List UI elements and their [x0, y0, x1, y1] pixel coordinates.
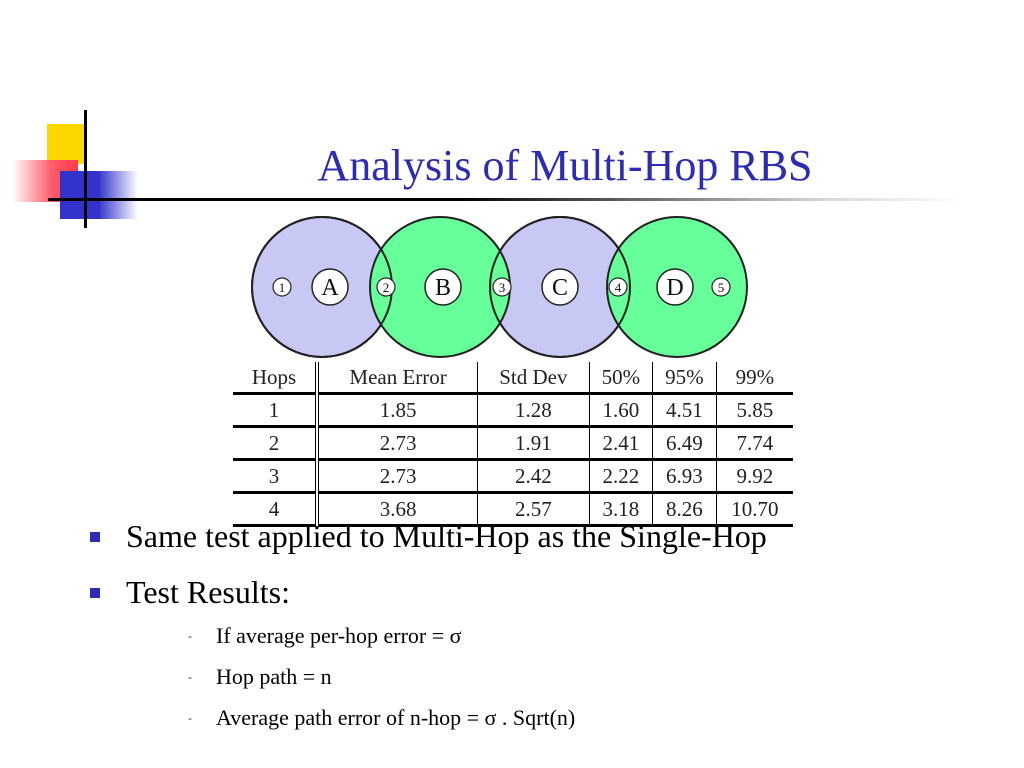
multi-hop-figure: A B C D 1 2 3 4 5 Hops Mean Error	[230, 212, 794, 527]
results-table: Hops Mean Error Std Dev 50% 95% 99% 1 1.…	[233, 362, 793, 527]
header-99: 99%	[716, 362, 793, 395]
node-d	[656, 268, 694, 306]
bullet-list: Same test applied to Multi-Hop as the Si…	[88, 514, 988, 730]
header-95: 95%	[652, 362, 717, 395]
table-cell: 2.57	[477, 492, 590, 527]
position-marker-4	[608, 277, 628, 297]
node-b-label: B	[435, 275, 451, 301]
position-label-3: 3	[499, 280, 506, 295]
sub-bullet-list: - If average per-hop error = σ - Hop pat…	[188, 622, 988, 745]
bullet-item: Test Results:	[88, 570, 988, 614]
dash-icon: -	[188, 670, 192, 684]
table-cell: 8.26	[652, 492, 717, 527]
sub-bullet-item: - If average per-hop error = σ	[188, 622, 988, 650]
node-c-label: C	[552, 275, 568, 301]
position-marker-1	[272, 277, 292, 297]
hop-diagram: A B C D 1 2 3 4 5	[251, 216, 748, 358]
table-cell: 3.18	[589, 492, 654, 527]
node-a	[311, 268, 349, 306]
table-cell: 2.42	[477, 459, 590, 494]
position-marker-2	[376, 277, 396, 297]
position-label-2: 2	[383, 280, 390, 295]
bullet-square-icon	[90, 588, 100, 598]
table-cell: 7.74	[716, 426, 793, 461]
title-underline	[48, 198, 968, 201]
logo-blue-block	[60, 171, 100, 219]
table-cell: 10.70	[716, 492, 793, 527]
table-cell: 1.60	[589, 393, 654, 428]
table-cell: 1	[233, 393, 319, 428]
sub-bullet-item: - Hop path = n	[188, 663, 988, 691]
table-row: 4 3.68 2.57 3.18 8.26 10.70	[233, 492, 793, 527]
logo-blue-fade	[98, 171, 138, 219]
table-cell: 9.92	[716, 459, 793, 494]
table-cell: 2.22	[589, 459, 654, 494]
table-cell: 2	[233, 426, 319, 461]
position-label-1: 1	[279, 280, 286, 295]
table-cell: 6.49	[652, 426, 717, 461]
table-cell: 2.41	[589, 426, 654, 461]
sub-bullet-text: If average per-hop error = σ	[216, 623, 462, 648]
table-cell: 4.51	[652, 393, 717, 428]
table-cell: 3	[233, 459, 319, 494]
table-cell: 6.93	[652, 459, 717, 494]
node-c	[541, 268, 579, 306]
header-mean-error: Mean Error	[317, 362, 479, 395]
bullet-item: Same test applied to Multi-Hop as the Si…	[88, 514, 988, 558]
dash-icon: -	[188, 629, 192, 643]
bullet-text: Test Results:	[126, 574, 290, 610]
sub-bullet-text: Hop path = n	[216, 664, 332, 689]
table-row: 1 1.85 1.28 1.60 4.51 5.85	[233, 393, 793, 428]
header-std-dev: Std Dev	[477, 362, 590, 395]
slide-title: Analysis of Multi-Hop RBS	[317, 141, 813, 190]
bullet-square-icon	[90, 532, 100, 542]
sub-bullet-item: - Average path error of n-hop = σ . Sqrt…	[188, 704, 988, 732]
position-label-4: 4	[615, 280, 622, 295]
table-cell: 2.73	[317, 426, 479, 461]
position-marker-5	[711, 277, 731, 297]
table-header-row: Hops Mean Error Std Dev 50% 95% 99%	[233, 362, 793, 395]
node-a-label: A	[321, 275, 339, 301]
table-cell: 3.68	[317, 492, 479, 527]
table-cell: 4	[233, 492, 319, 527]
table-cell: 2.73	[317, 459, 479, 494]
position-marker-3	[492, 277, 512, 297]
logo-yellow-block	[47, 124, 87, 164]
dash-icon: -	[188, 711, 192, 725]
header-50: 50%	[589, 362, 654, 395]
position-label-5: 5	[718, 280, 725, 295]
node-b	[424, 268, 462, 306]
sub-bullet-text: Average path error of n-hop = σ . Sqrt(n…	[216, 705, 576, 730]
bullet-text: Same test applied to Multi-Hop as the Si…	[126, 518, 767, 554]
table-cell: 1.85	[317, 393, 479, 428]
header-hops: Hops	[233, 362, 319, 395]
table-row: 2 2.73 1.91 2.41 6.49 7.74	[233, 426, 793, 461]
table-row: 3 2.73 2.42 2.22 6.93 9.92	[233, 459, 793, 494]
table-cell: 1.28	[477, 393, 590, 428]
logo-vertical-line	[84, 110, 87, 228]
table-cell: 5.85	[716, 393, 793, 428]
table-cell: 1.91	[477, 426, 590, 461]
node-d-label: D	[666, 275, 683, 301]
